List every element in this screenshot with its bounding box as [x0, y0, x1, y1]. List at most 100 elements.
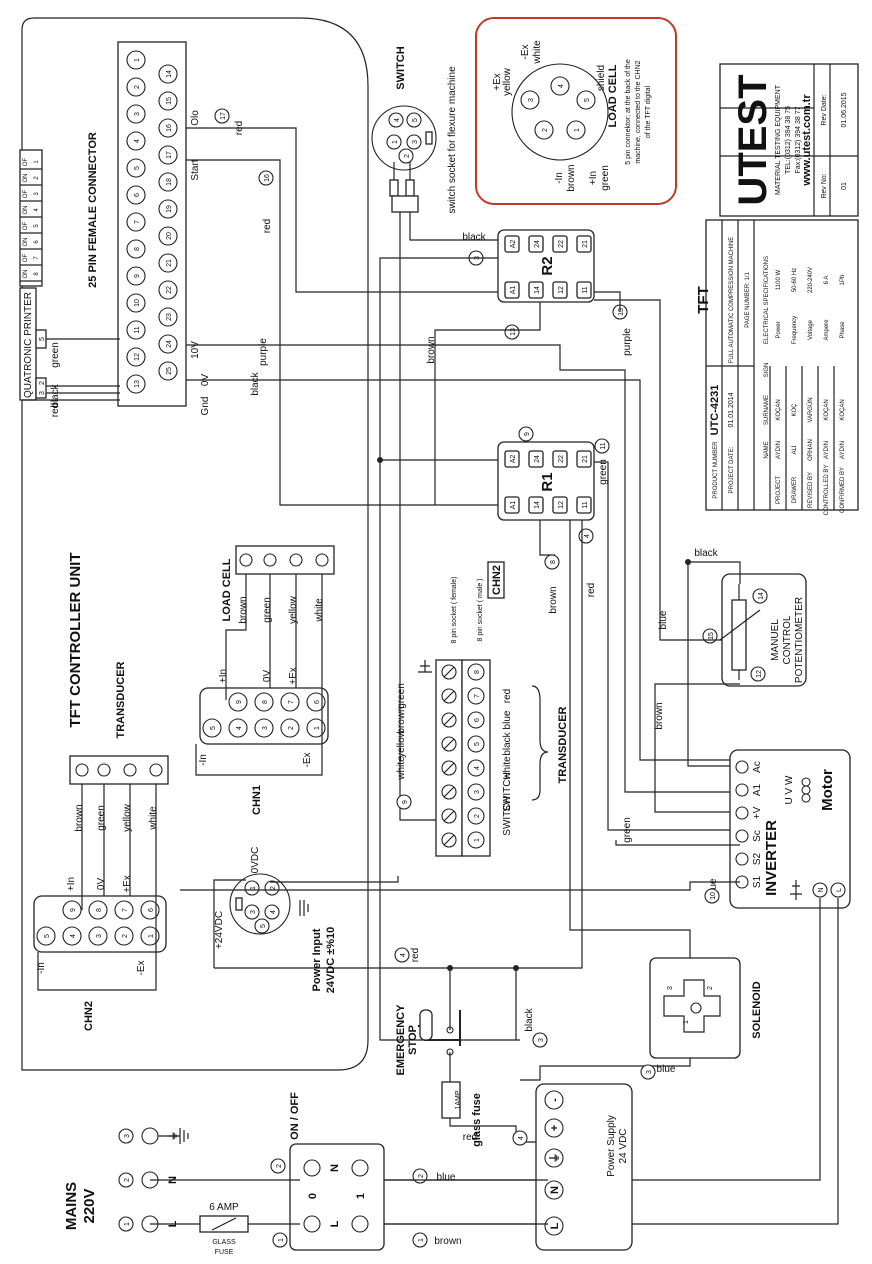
power-supply: -+⏚NL Power Supply 24 VDC: [535, 1083, 633, 1251]
svg-text:2: 2: [404, 154, 411, 158]
table-cell: REVISED BY: [808, 472, 814, 508]
elec-value: 50-60 Hz: [792, 268, 798, 292]
chn-pin-1: 1: [306, 718, 326, 738]
svg-text:24: 24: [534, 240, 541, 248]
svg-text:+: +: [549, 1125, 561, 1131]
pin-13: 13: [126, 374, 146, 394]
table-cell: VARGÜN: [807, 397, 814, 422]
transducer-terminal: [123, 763, 137, 777]
label-start: Start: [190, 159, 201, 180]
svg-text:MANUEL: MANUEL: [770, 619, 781, 661]
svg-text:LOAD CELL: LOAD CELL: [221, 558, 233, 621]
svg-text:1: 1: [134, 58, 141, 62]
svg-text:7: 7: [288, 700, 295, 704]
svg-text:22: 22: [558, 455, 565, 463]
svg-text:+In: +In: [218, 669, 229, 683]
relay-pin-21: 21: [576, 235, 592, 253]
pin-8: 8: [126, 239, 146, 259]
svg-text:A2: A2: [510, 240, 517, 249]
svg-text:3: 3: [134, 112, 141, 116]
relay-pin-14: 14: [528, 281, 544, 299]
svg-text:01.06.2015: 01.06.2015: [841, 92, 848, 127]
terminal-num-8: 8: [467, 663, 485, 681]
svg-text:1: 1: [474, 838, 481, 842]
svg-text:4: 4: [558, 84, 565, 88]
inverter-terminal: [735, 829, 749, 843]
svg-text:5 pin connektor; at the back o: 5 pin connektor; at the back of the: [625, 59, 632, 165]
elec-label: Power: [776, 321, 782, 338]
dip-state: ON: [23, 174, 29, 183]
inverter-terminal-label: +V: [752, 806, 763, 819]
dip-num: 7: [34, 256, 40, 260]
svg-text:white: white: [148, 806, 159, 831]
pin-25: 25: [158, 361, 178, 381]
svg-text:+24VDC: +24VDC: [214, 911, 225, 949]
svg-text:PRODUCT NUMBER: PRODUCT NUMBER: [713, 441, 719, 499]
ps-terminal: L: [544, 1216, 564, 1236]
chn-pin-6: 6: [140, 900, 160, 920]
svg-text:24: 24: [534, 455, 541, 463]
pin-6: 6: [126, 185, 146, 205]
svg-text:21: 21: [582, 240, 589, 248]
svg-text:18: 18: [166, 178, 173, 186]
svg-text:red: red: [586, 583, 597, 597]
svg-text:LOAD CELL: LOAD CELL: [607, 64, 619, 127]
switch-pin: 3: [406, 134, 422, 150]
svg-text:white: white: [532, 40, 543, 65]
solenoid: 1 2 3 SOLENOID: [649, 957, 763, 1059]
svg-text:red: red: [50, 403, 61, 417]
svg-text:3: 3: [124, 1134, 131, 1138]
svg-text:7: 7: [474, 694, 481, 698]
svg-text:POTENTIOMETER: POTENTIOMETER: [794, 597, 805, 683]
relay-pin-14: 14: [528, 496, 544, 514]
power-pin: 1: [244, 880, 260, 896]
svg-text:1: 1: [148, 934, 155, 938]
terminal-num-5: 5: [467, 735, 485, 753]
svg-text:14: 14: [534, 501, 541, 509]
svg-text:14: 14: [534, 286, 541, 294]
svg-text:A2: A2: [510, 455, 517, 464]
svg-text:9: 9: [236, 700, 243, 704]
chn-pin-2: 2: [114, 926, 134, 946]
svg-text:20: 20: [166, 232, 173, 240]
svg-text:A1: A1: [510, 286, 517, 295]
mains-num: 2: [118, 1172, 134, 1188]
svg-text:⏚: ⏚: [548, 1153, 561, 1164]
svg-text:24 VDC: 24 VDC: [618, 1128, 629, 1163]
svg-text:11: 11: [582, 501, 589, 508]
svg-text:5: 5: [474, 742, 481, 746]
svg-text:8: 8: [550, 560, 557, 564]
svg-text:16: 16: [166, 124, 173, 132]
svg-text:green: green: [600, 165, 611, 191]
svg-text:8: 8: [474, 670, 481, 674]
svg-text:13: 13: [510, 328, 517, 336]
svg-text:6 AMP: 6 AMP: [209, 1202, 239, 1213]
on-off-switch: ON / OFF N L 0 1: [289, 1092, 385, 1251]
svg-text:of the TFT digital: of the TFT digital: [645, 85, 652, 138]
lc-pin-3: 3: [520, 90, 540, 110]
ps-terminal: N: [544, 1180, 564, 1200]
pin-7: 7: [126, 212, 146, 232]
svg-text:2: 2: [707, 986, 714, 990]
svg-text:-In: -In: [36, 962, 47, 974]
svg-text:N: N: [329, 1164, 341, 1172]
svg-text:2: 2: [288, 726, 295, 730]
svg-text:3: 3: [667, 986, 674, 990]
controller-title: TFT CONTROLLER UNIT: [67, 553, 84, 728]
lc-pin-2: 2: [534, 120, 554, 140]
svg-text:6: 6: [474, 718, 481, 722]
inverter-terminal: [735, 783, 749, 797]
table-cell: KOÇAN: [840, 399, 846, 420]
elec-value: 6 A: [824, 276, 830, 285]
switch-pin: 5: [406, 112, 422, 128]
svg-text:FULL AUTOMATIC COMPRESSION MAC: FULL AUTOMATIC COMPRESSION MACHINE: [729, 237, 735, 364]
svg-text:11: 11: [600, 442, 607, 449]
svg-text:TFT: TFT: [695, 286, 712, 314]
svg-text:7: 7: [122, 908, 129, 912]
svg-text:-: -: [549, 1098, 561, 1102]
svg-text:0: 0: [307, 1193, 319, 1199]
transducer-terminal: [97, 763, 111, 777]
svg-text:8: 8: [96, 908, 103, 912]
